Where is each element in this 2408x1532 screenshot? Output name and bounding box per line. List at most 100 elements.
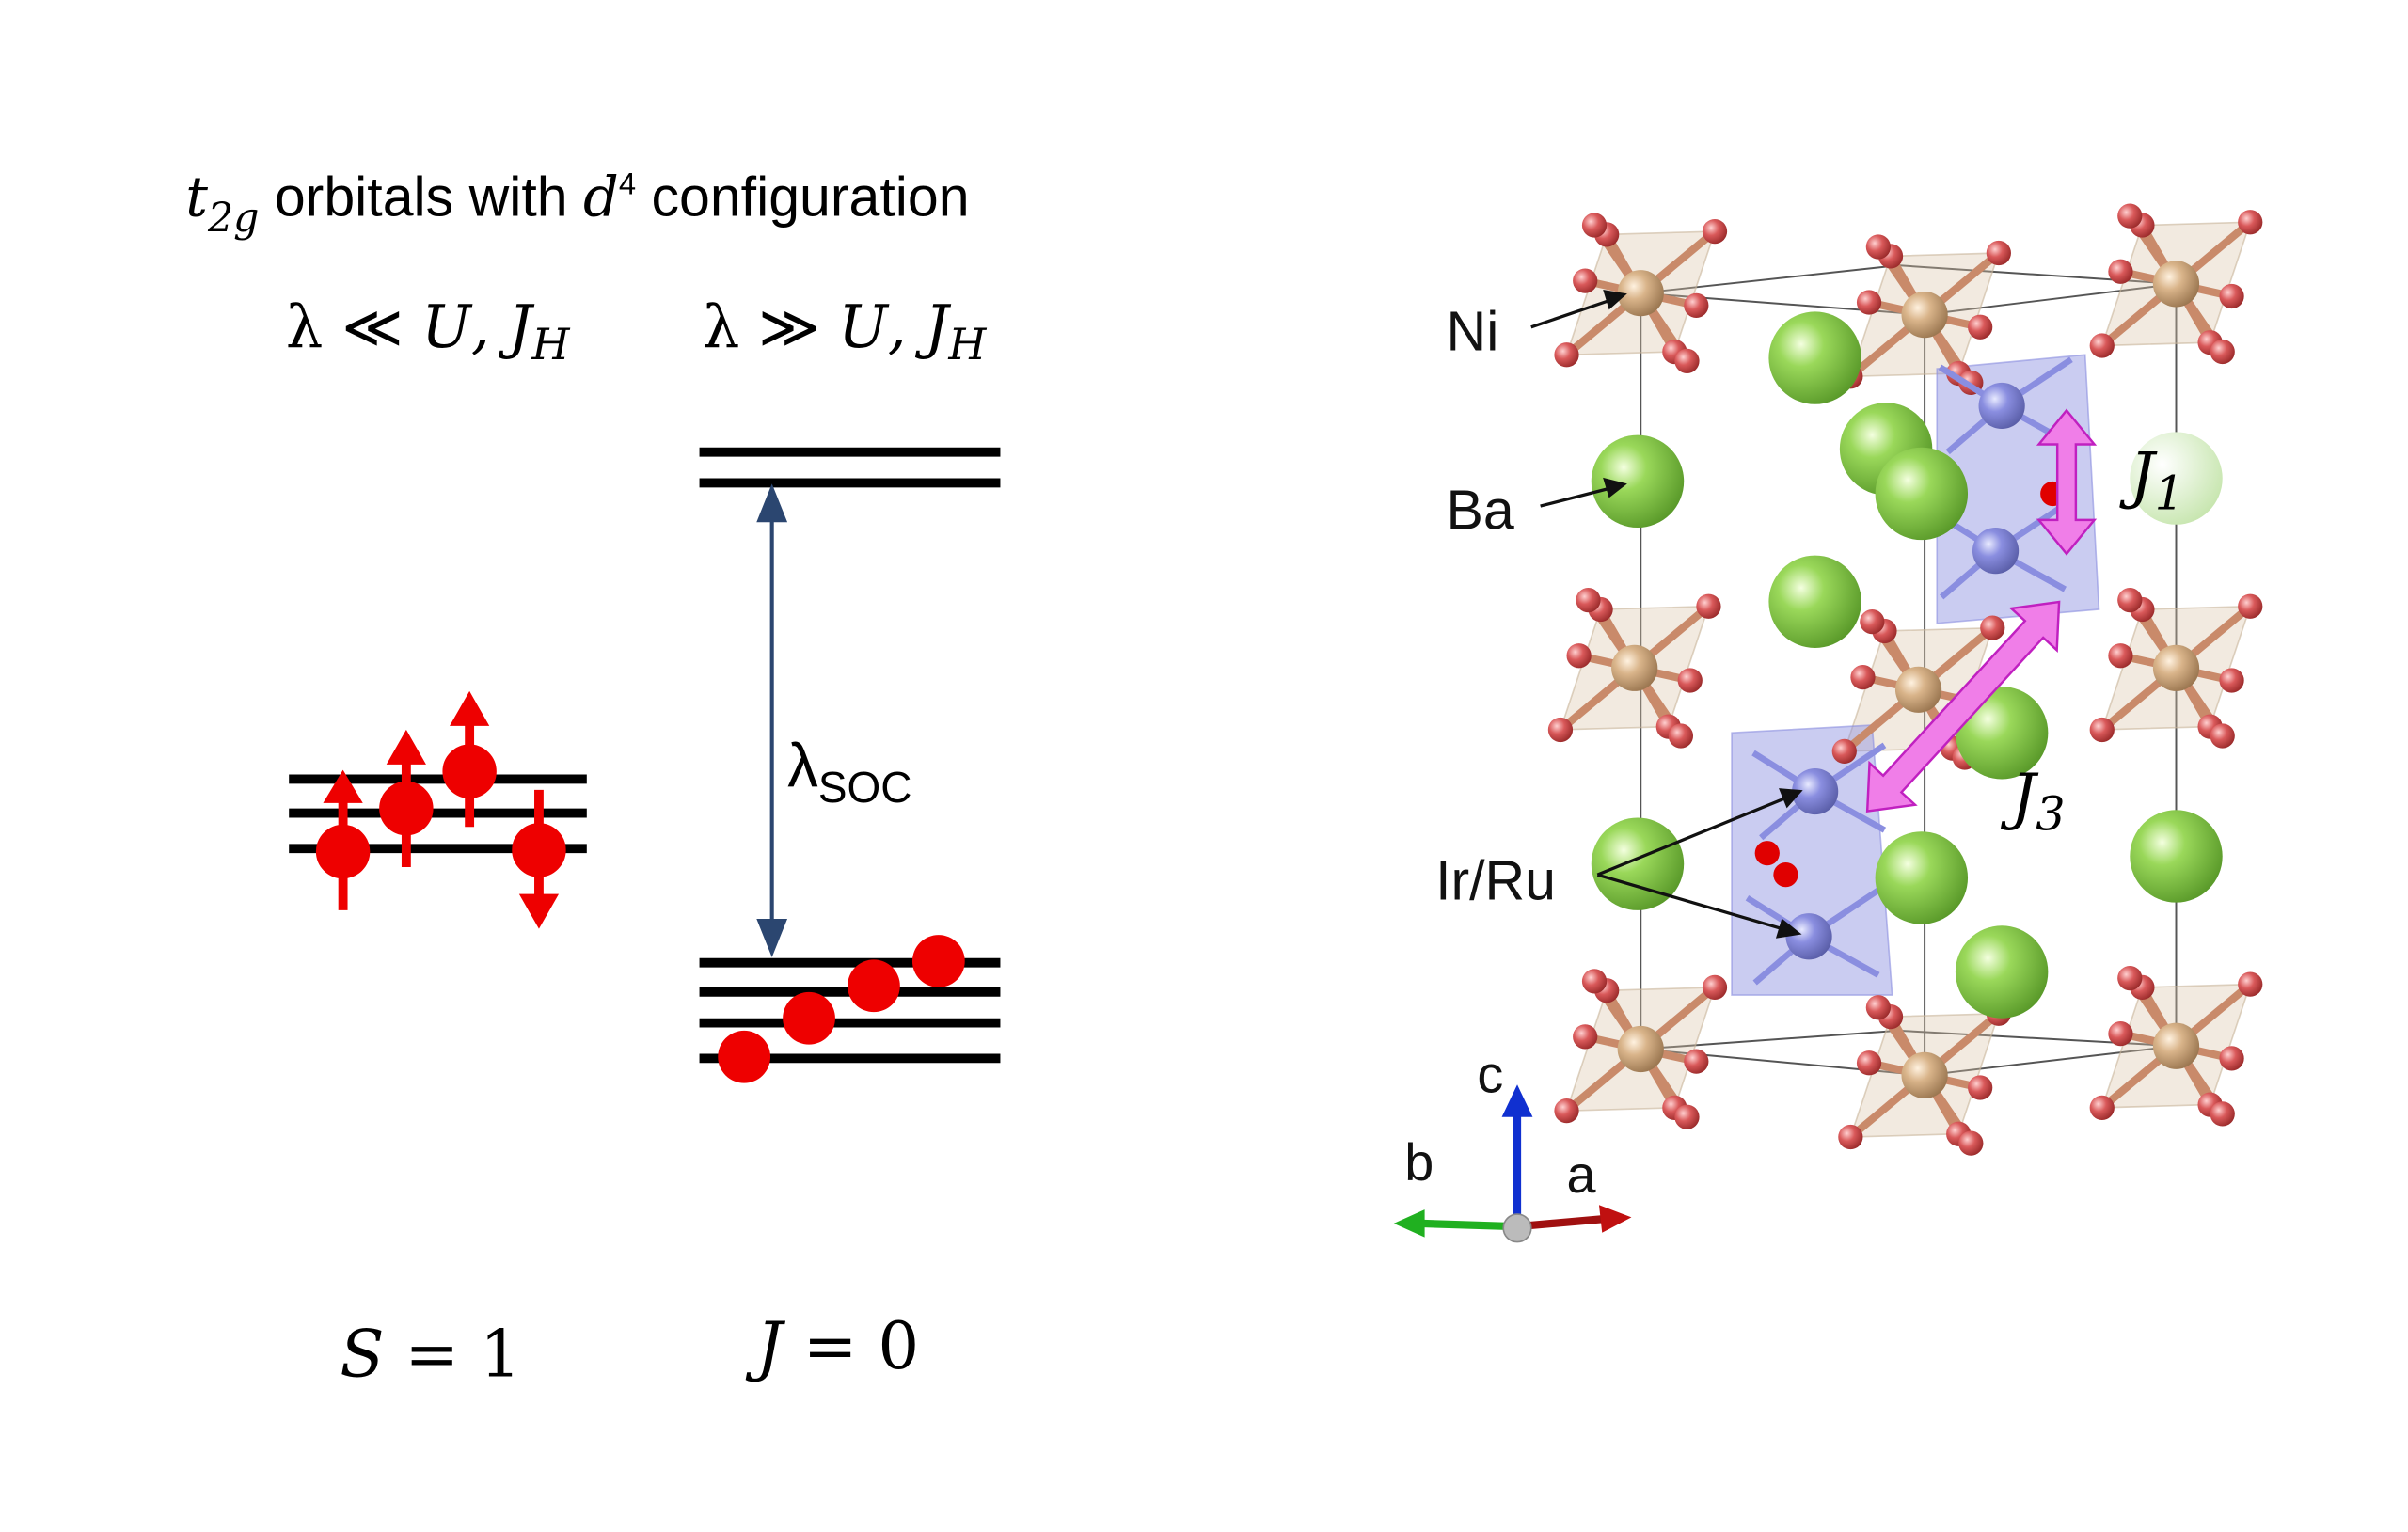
oxygen-atom [2089,717,2115,743]
axis-a-label: a [1567,1145,1597,1204]
axis-b-head [1393,1209,1425,1238]
relation: ≪ [323,292,421,361]
ba-atom [2130,432,2223,525]
electrons-weak [315,690,566,929]
oxygen-atom [2210,1101,2235,1127]
U: U [421,292,473,361]
oxygen-atom [2117,588,2143,613]
oxygen-atom [1696,593,1721,619]
panel-title: t2g orbitals with d4 configuration [185,165,969,242]
ba-atom [1591,434,1685,529]
ba-atom [1591,817,1685,910]
oxygen-atom [2089,333,2115,358]
j1-arrow [2036,408,2098,556]
ba-label: Ba [1447,480,1514,542]
oxygen-atom [1573,1024,1598,1050]
axis-origin [1502,1213,1532,1243]
ni-atom [1901,292,1948,339]
oxygen-atom [1547,717,1574,743]
label-pointers [1530,290,1803,939]
title-sup: 4 [619,166,636,201]
oxygen-atom [1865,234,1892,260]
oxygen-atom [1684,1049,1709,1074]
oxygen-atom [1865,995,1892,1020]
val: 1 [480,1317,521,1392]
oxygen-atom [2219,1046,2244,1071]
ba-atom [1875,831,1969,924]
title-t: t [185,165,208,229]
oxygen-atom [1773,862,1798,888]
axis-a-head [1598,1205,1632,1233]
ba-atom [2130,810,2223,903]
var: J [745,1309,785,1384]
electron [848,959,900,1013]
oxygen-atom [2108,1021,2133,1047]
oxygen-atom [1986,240,2011,266]
axis-a [1516,1214,1606,1231]
eq: = [385,1317,481,1392]
comma: , [888,292,926,361]
oxygen-atom [2210,339,2235,365]
comma: , [471,292,509,361]
electron-spin-up [315,769,371,910]
state-weak-label: S = 1 [340,1317,521,1392]
oxygen-atom [2219,283,2244,309]
oxygen-atom [2117,965,2143,991]
oxygen-atom [1674,1104,1700,1129]
atoms [1547,203,2263,1156]
oxygen-atom [1958,1130,1984,1156]
oxygen-atom [2089,1095,2115,1120]
oxygen-atom [2117,203,2143,229]
oxygen-atom [1674,348,1700,373]
irru-label: Ir/Ru [1435,849,1556,911]
oxygen-atom [1856,290,1882,315]
title-d: d [583,165,619,229]
oxygen-atom [1754,841,1780,866]
orbital-diagram: t2g orbitals with d4 configuration λ ≪ U… [185,165,1001,1392]
soc-subscript: SOC [818,763,912,812]
electron-spin-up [442,690,497,828]
lambda: λ [286,292,324,361]
oxygen-atom [1702,974,1728,1001]
ni-atom [1894,666,1942,713]
irru-atom [1978,382,2025,430]
oxygen-atom [1968,314,1993,340]
axis-c-head [1501,1084,1533,1117]
eq: = [783,1309,879,1384]
ni-atom [1617,270,1664,317]
oxygen-atom [1554,342,1579,368]
oxygen-atom [1831,738,1857,765]
electrons-strong [718,935,965,1083]
axis-triad: c b a [1393,1045,1632,1243]
j3-arrow [1865,600,2061,813]
ba-atom [1955,925,2049,1019]
axis-b-label: b [1404,1133,1434,1192]
ni-atom [2152,644,2200,691]
oxygen-atom [1980,615,2005,640]
oxygen-atom [2238,971,2263,997]
electron [911,935,965,987]
oxygen-atom [1668,723,1694,749]
oxygen-atom [1566,643,1592,669]
oxygen-atom [1838,1124,1863,1150]
state-strong-label: J = 0 [745,1309,919,1384]
irru-atom [1792,767,1839,815]
ni-atom [1617,1025,1664,1073]
oxygen-atom [1576,588,1601,613]
irru-atom [1785,913,1832,960]
ba-atom [1875,447,1969,541]
ni-atom [2152,1022,2200,1069]
sub: H [947,319,987,370]
oxygen-atom [1581,213,1608,238]
oxygen-atom [2238,210,2263,235]
oxygen-atom [1573,268,1598,293]
electron-spin-down [512,789,566,929]
regime-strong-soc: λ ≫ U, JH [703,292,988,370]
ba-atom [1768,311,1861,404]
relation: ≫ [739,292,838,361]
sub: 1 [2155,466,2184,520]
val: 0 [878,1309,919,1384]
oxygen-atom [2238,593,2263,619]
axis-b [1419,1219,1518,1231]
